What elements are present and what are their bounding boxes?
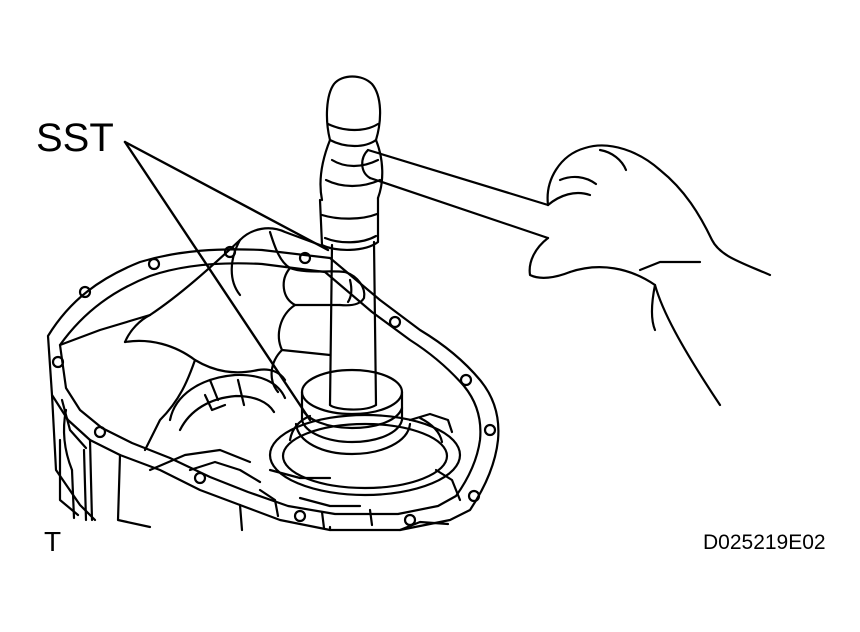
bearing-race bbox=[296, 370, 410, 454]
sst-label: SST bbox=[36, 116, 114, 160]
transmission-case bbox=[48, 247, 498, 530]
right-hand bbox=[530, 145, 770, 405]
hammer bbox=[362, 150, 548, 238]
sst-driver bbox=[320, 77, 382, 410]
sst-leader-lines bbox=[125, 142, 328, 420]
figure-code: D025219E02 bbox=[703, 531, 826, 554]
left-hand bbox=[60, 228, 364, 450]
view-mark-label: T bbox=[44, 526, 62, 557]
